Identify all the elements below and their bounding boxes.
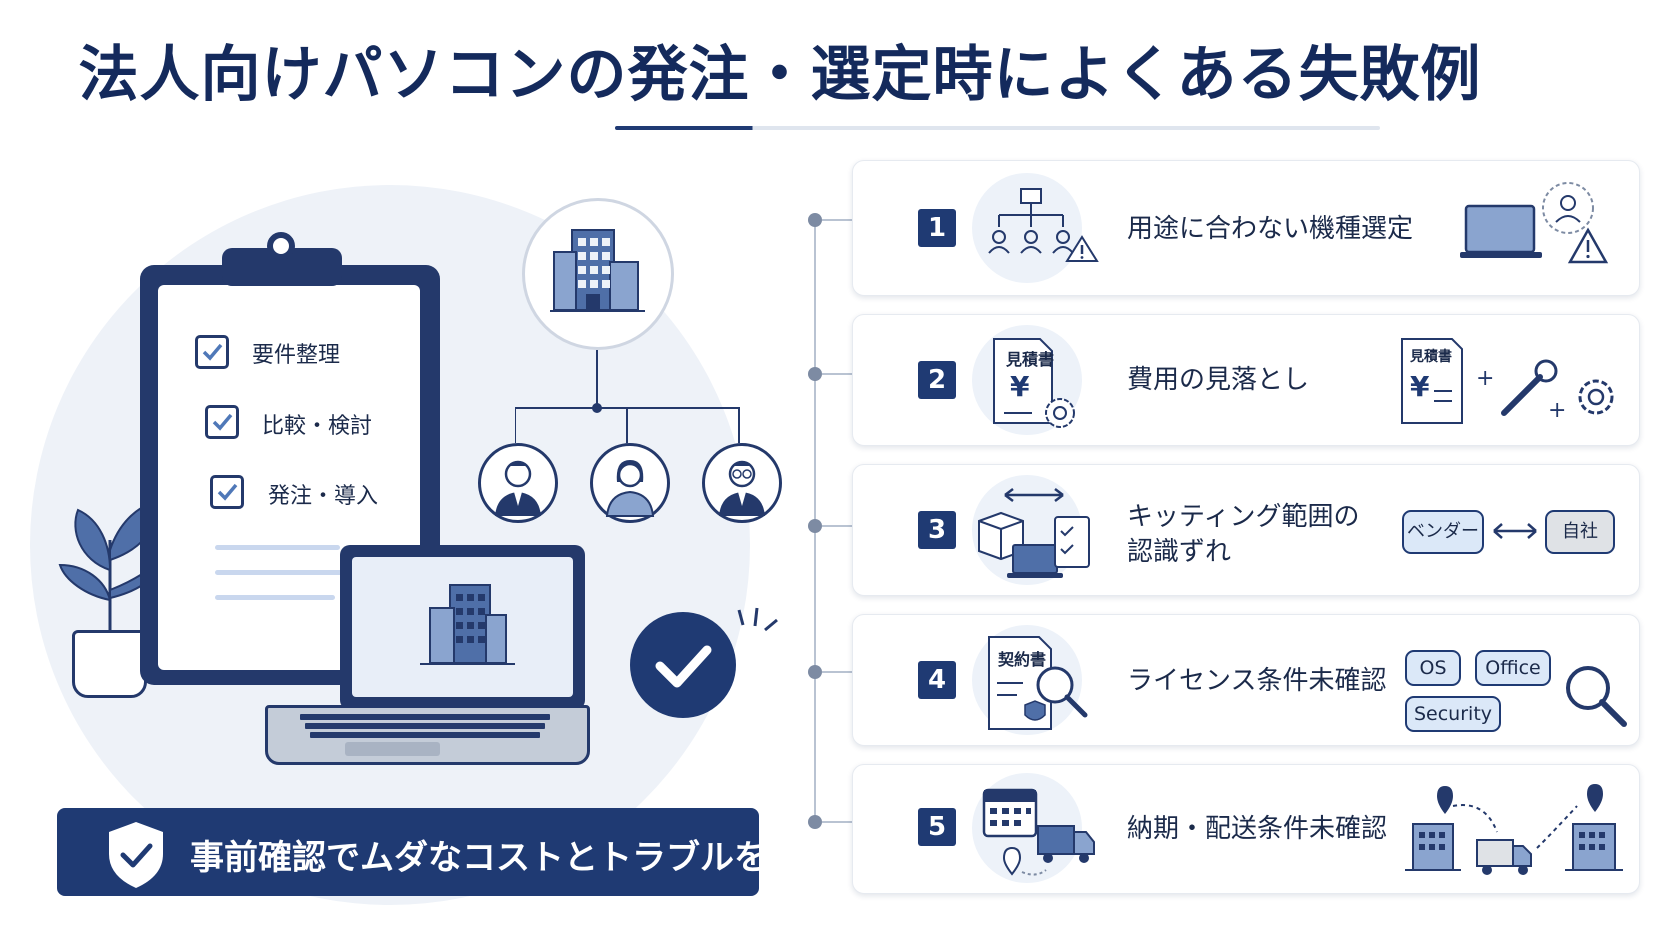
license-tag-os: OS: [1405, 650, 1461, 686]
timeline-connector: [822, 671, 852, 673]
org-connector-lines: [515, 350, 740, 443]
card-number: 2: [918, 361, 956, 399]
card-title: キッティング範囲の: [1127, 502, 1360, 532]
card-title: 納期・配送条件未確認: [1127, 814, 1388, 844]
card-title: 認識ずれ: [1127, 537, 1232, 567]
building-icon: [550, 229, 645, 312]
checklist-item-label: 比較・検討: [262, 414, 373, 439]
magnifier-icon: [1566, 666, 1627, 727]
success-check-icon: [630, 612, 736, 718]
document-line: [215, 545, 340, 550]
checkbox-icon: [195, 335, 229, 369]
card-number: 5: [918, 808, 956, 846]
keyboard-keys: [300, 714, 550, 738]
plant-pot: [72, 630, 147, 698]
timeline-dot: [808, 665, 822, 679]
clipboard-ring: [267, 232, 295, 260]
person-avatar: [590, 443, 670, 523]
banner-text: 事前確認でムダなコストとトラブルを防ぐ: [190, 838, 836, 878]
self-bubble: 自社: [1545, 510, 1615, 554]
laptop-user-warning-icon: [1460, 182, 1609, 264]
contract-search-icon: [988, 636, 1088, 730]
card-title: 用途に合わない機種選定: [1127, 214, 1414, 244]
timeline-connector: [822, 821, 852, 823]
double-arrow-icon: [1493, 523, 1537, 539]
page-title: 法人向けパソコンの発注・選定時によくある失敗例: [78, 40, 1482, 110]
svg-text:+: +: [1548, 398, 1566, 423]
vendor-bubble: ベンダー: [1402, 510, 1484, 554]
shield-check-icon: [109, 822, 163, 888]
license-tag-security: Security: [1405, 696, 1501, 732]
yen-symbol: ¥: [1010, 370, 1030, 403]
card-title: ライセンス条件未確認: [1127, 666, 1387, 696]
svg-text:+: +: [1476, 366, 1494, 391]
checklist-item-label: 発注・導入: [268, 484, 379, 509]
estimate-document-icon: [993, 338, 1075, 428]
businessman-glasses-icon: [719, 460, 765, 516]
laptop-trackpad: [345, 742, 440, 756]
person-avatar: [702, 443, 782, 523]
building-icon: [420, 584, 515, 665]
businesswoman-icon: [605, 460, 655, 517]
document-line: [215, 570, 350, 575]
timeline-dot: [808, 367, 822, 381]
timeline-dot: [808, 519, 822, 533]
timeline-dot: [808, 815, 822, 829]
person-avatar: [478, 443, 558, 523]
checklist-item-label: 要件整理: [252, 343, 341, 368]
kitting-icon: [978, 488, 1090, 578]
estimate-label: 見積書: [1006, 350, 1055, 369]
businessman-icon: [495, 460, 541, 516]
timeline-connector: [822, 525, 852, 527]
org-warning-icon: [988, 188, 1099, 262]
checkbox-icon: [210, 475, 244, 509]
sparkle-lines: [737, 607, 778, 632]
estimate-plus-tools-icon: + +: [1401, 338, 1614, 424]
card-number: 1: [918, 209, 956, 247]
estimate-label: 見積書: [1410, 349, 1452, 365]
checkbox-icon: [205, 405, 239, 439]
timeline-connector: [822, 373, 852, 375]
delivery-route-icon: [1405, 784, 1623, 875]
license-tag-office: Office: [1475, 650, 1551, 686]
card-number: 4: [918, 661, 956, 699]
delivery-calendar-icon: [982, 788, 1095, 876]
title-underline: [615, 126, 1380, 130]
contract-label: 契約書: [998, 650, 1047, 669]
timeline-dot: [808, 213, 822, 227]
timeline-connector: [822, 219, 852, 221]
summary-banner: [57, 808, 759, 896]
failure-card-2: [852, 314, 1640, 446]
yen-symbol: ¥: [1410, 370, 1430, 403]
card-number: 3: [918, 511, 956, 549]
card-title: 費用の見落とし: [1127, 365, 1310, 395]
document-line: [215, 595, 335, 600]
